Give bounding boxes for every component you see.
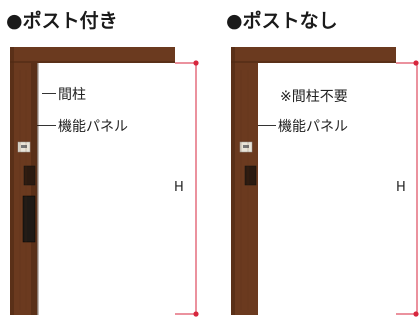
function-panel-label: 機能パネル [58, 119, 128, 135]
door-frame-without-post [231, 47, 396, 315]
height-label: H [174, 180, 184, 195]
top-frame-right [231, 47, 396, 63]
function-panel-label-right: 機能パネル [278, 119, 348, 135]
keypad-unit [23, 165, 36, 186]
height-dimension-right [396, 60, 419, 317]
height-dimension-left [175, 60, 199, 317]
panel-leader-line-right [256, 125, 276, 126]
pillar-leader-line [42, 93, 56, 94]
pillar [31, 63, 37, 315]
height-label-right: H [396, 180, 406, 195]
title-without-post: ●ポストなし [226, 10, 338, 32]
pillar-label: 間柱 [58, 87, 86, 103]
top-frame [10, 47, 175, 63]
panel-leader-line [36, 125, 56, 126]
door-frame-with-post [10, 47, 175, 315]
title-with-post: ●ポスト付き [6, 10, 118, 32]
keypad-unit-right [244, 165, 257, 186]
pillar-not-required-label: ※間柱不要 [280, 89, 348, 105]
mail-slot [22, 195, 36, 243]
